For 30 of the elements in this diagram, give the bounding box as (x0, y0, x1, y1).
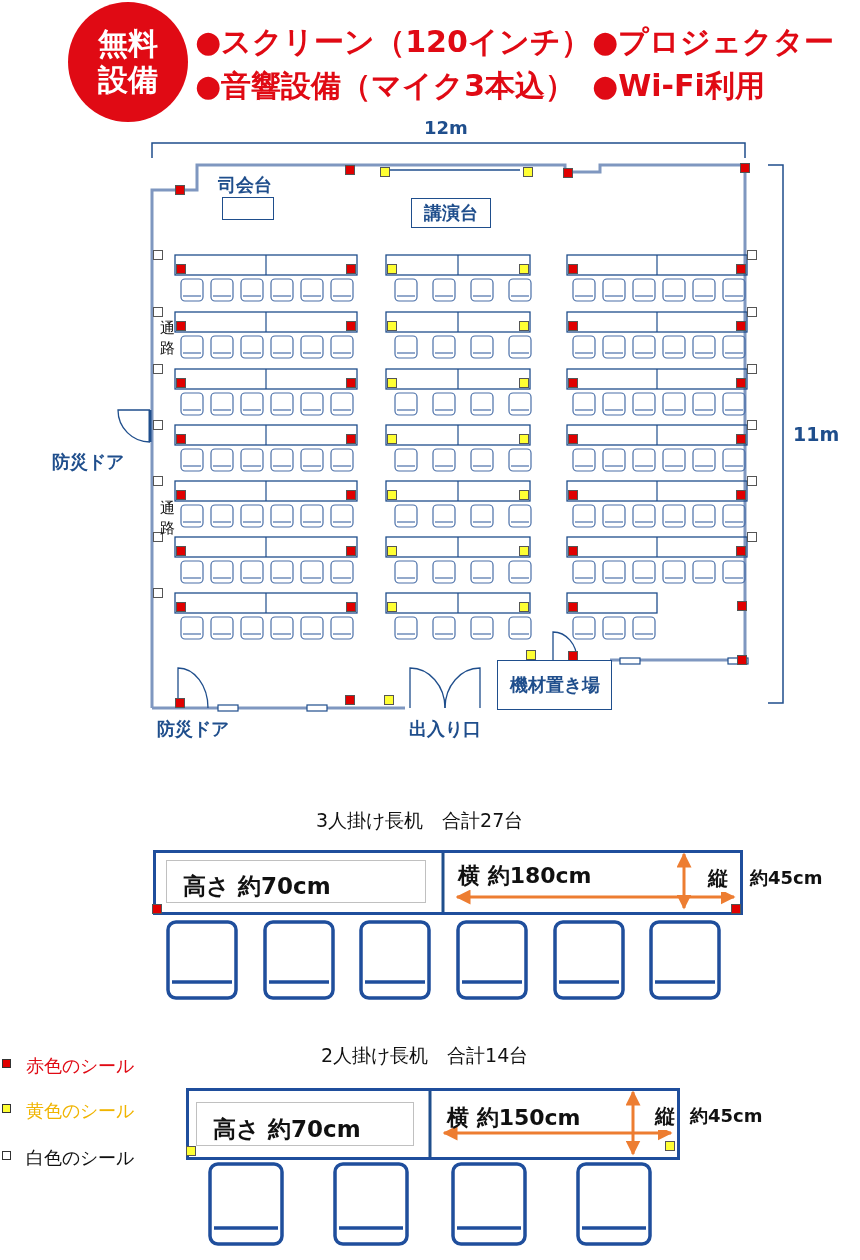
door-label: 防災ドア (157, 717, 229, 741)
legend-text: 黄色のシール (26, 1099, 134, 1123)
entrance-label: 出入り口 (409, 717, 481, 741)
desk-heading: 3人掛け長机 合計27台 (316, 808, 524, 833)
storage-area: 機材置き場 (497, 660, 612, 710)
dimension-text: 11m (793, 423, 840, 445)
desk-box (186, 1088, 680, 1160)
height-box: 高さ 約70cm (166, 860, 426, 903)
aisle-label: 通路 (160, 318, 176, 358)
legend-text: 赤色のシール (26, 1054, 134, 1078)
width-label: 横 約180cm (458, 862, 592, 890)
height-box: 高さ 約70cm (196, 1102, 414, 1146)
feature-text: ●音響設備（マイク3本込） (195, 67, 576, 105)
legend-text: 白色のシール (26, 1146, 134, 1170)
aisle-label: 通路 (160, 498, 176, 538)
table-label: 司会台 (218, 173, 272, 197)
depth-label: 縦 (708, 865, 728, 892)
desk-heading: 2人掛け長机 合計14台 (321, 1043, 529, 1068)
feature-text: ●スクリーン（120インチ） (195, 23, 591, 61)
door-label: 防災ドア (52, 450, 124, 474)
dimension-text: 12m (424, 117, 468, 138)
depth-label: 縦 (655, 1103, 675, 1130)
desk-box (153, 850, 743, 915)
feature-text: ●Wi-Fi利用 (592, 67, 765, 105)
depth-value: 約45cm (690, 1104, 763, 1128)
width-label: 横 約150cm (447, 1104, 581, 1132)
badge-circle: 無料設備 (68, 2, 188, 122)
feature-text: ●プロジェクター (592, 23, 835, 61)
lectern-box: 講演台 (411, 198, 491, 228)
depth-value: 約45cm (750, 866, 823, 890)
